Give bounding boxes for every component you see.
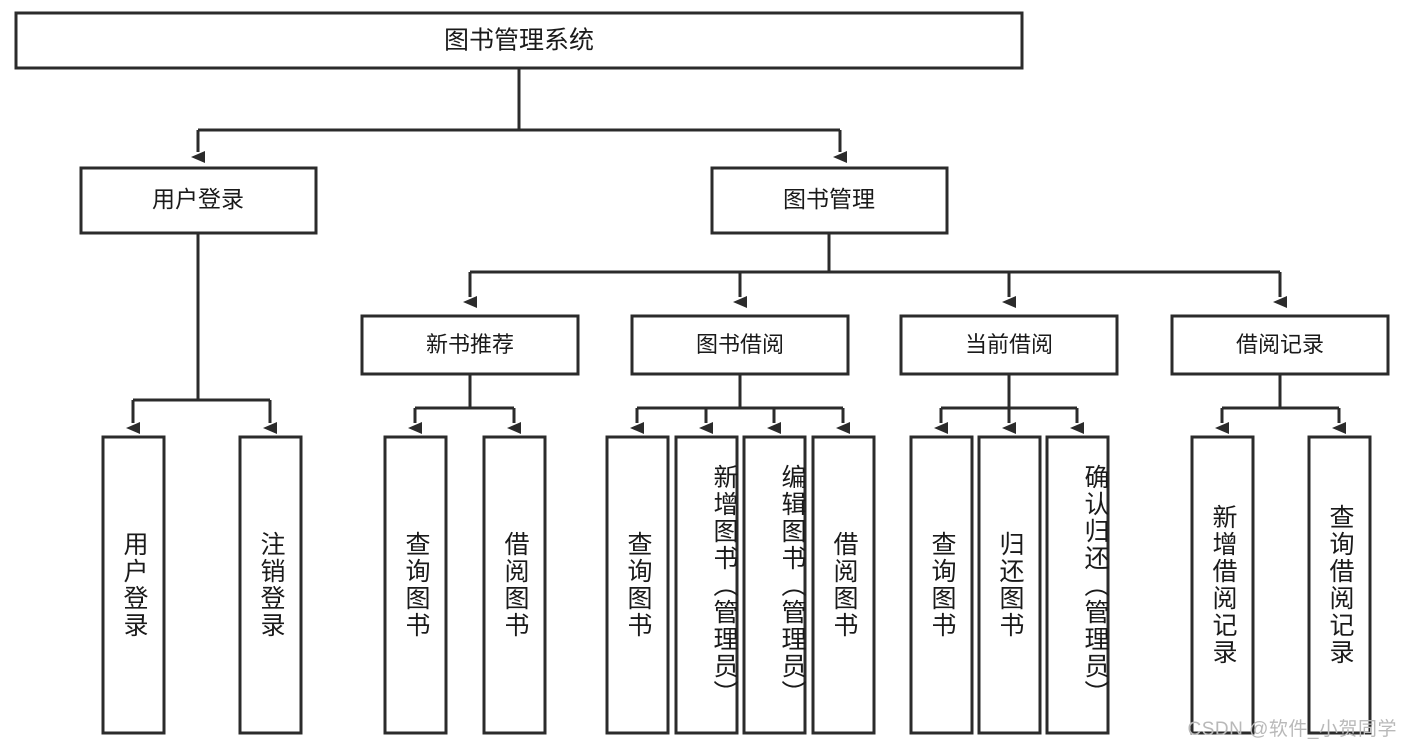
connector-bookmgmt-to-level3 (463, 233, 1287, 308)
connector-newbook-to-leaves (408, 374, 521, 434)
leaf-box-confirm-return[interactable] (1045, 435, 1110, 735)
leaf-box-add-record[interactable] (1190, 435, 1255, 735)
node-new-book-recommend[interactable]: 新书推荐 (360, 314, 580, 376)
leaf-box-borrow-book-2[interactable] (811, 435, 876, 735)
node-current-borrow[interactable]: 当前借阅 (899, 314, 1119, 376)
leaf-box-add-book[interactable] (674, 435, 739, 735)
node-current-borrow-label: 当前借阅 (965, 332, 1053, 357)
leaf-box-query-record[interactable] (1307, 435, 1372, 735)
node-root-label: 图书管理系统 (444, 27, 594, 55)
leaf-box-return-book[interactable] (977, 435, 1042, 735)
node-book-management[interactable]: 图书管理 (710, 166, 949, 235)
leaf-box-edit-book[interactable] (742, 435, 807, 735)
connector-borrowrecord-to-leaves (1215, 374, 1346, 434)
connector-userlogin-to-leaves (126, 233, 277, 434)
leaf-boxes (101, 435, 1372, 735)
connector-borrowbook-to-leaves (630, 374, 850, 434)
leaf-box-borrow-book-1[interactable] (482, 435, 547, 735)
node-borrow-record[interactable]: 借阅记录 (1170, 314, 1390, 376)
csdn-watermark: CSDN @软件_小贺同学 (1187, 719, 1397, 740)
leaf-box-query-book-2[interactable] (605, 435, 670, 735)
leaf-box-query-book-1[interactable] (383, 435, 448, 735)
node-user-login-label: 用户登录 (152, 186, 244, 212)
node-book-management-label: 图书管理 (783, 186, 875, 212)
node-user-login[interactable]: 用户登录 (79, 166, 318, 235)
leaf-box-logout-login[interactable] (238, 435, 303, 735)
node-root-system[interactable]: 图书管理系统 (14, 11, 1024, 70)
connector-currentborrow-to-leaves (934, 374, 1084, 434)
node-borrow-record-label: 借阅记录 (1236, 332, 1324, 357)
leaf-box-query-book-3[interactable] (909, 435, 974, 735)
node-new-book-recommend-label: 新书推荐 (426, 332, 514, 357)
leaf-box-user-login[interactable] (101, 435, 166, 735)
node-book-borrow-label: 图书借阅 (696, 332, 784, 357)
node-book-borrow[interactable]: 图书借阅 (630, 314, 850, 376)
connector-root-to-level2 (191, 68, 847, 163)
